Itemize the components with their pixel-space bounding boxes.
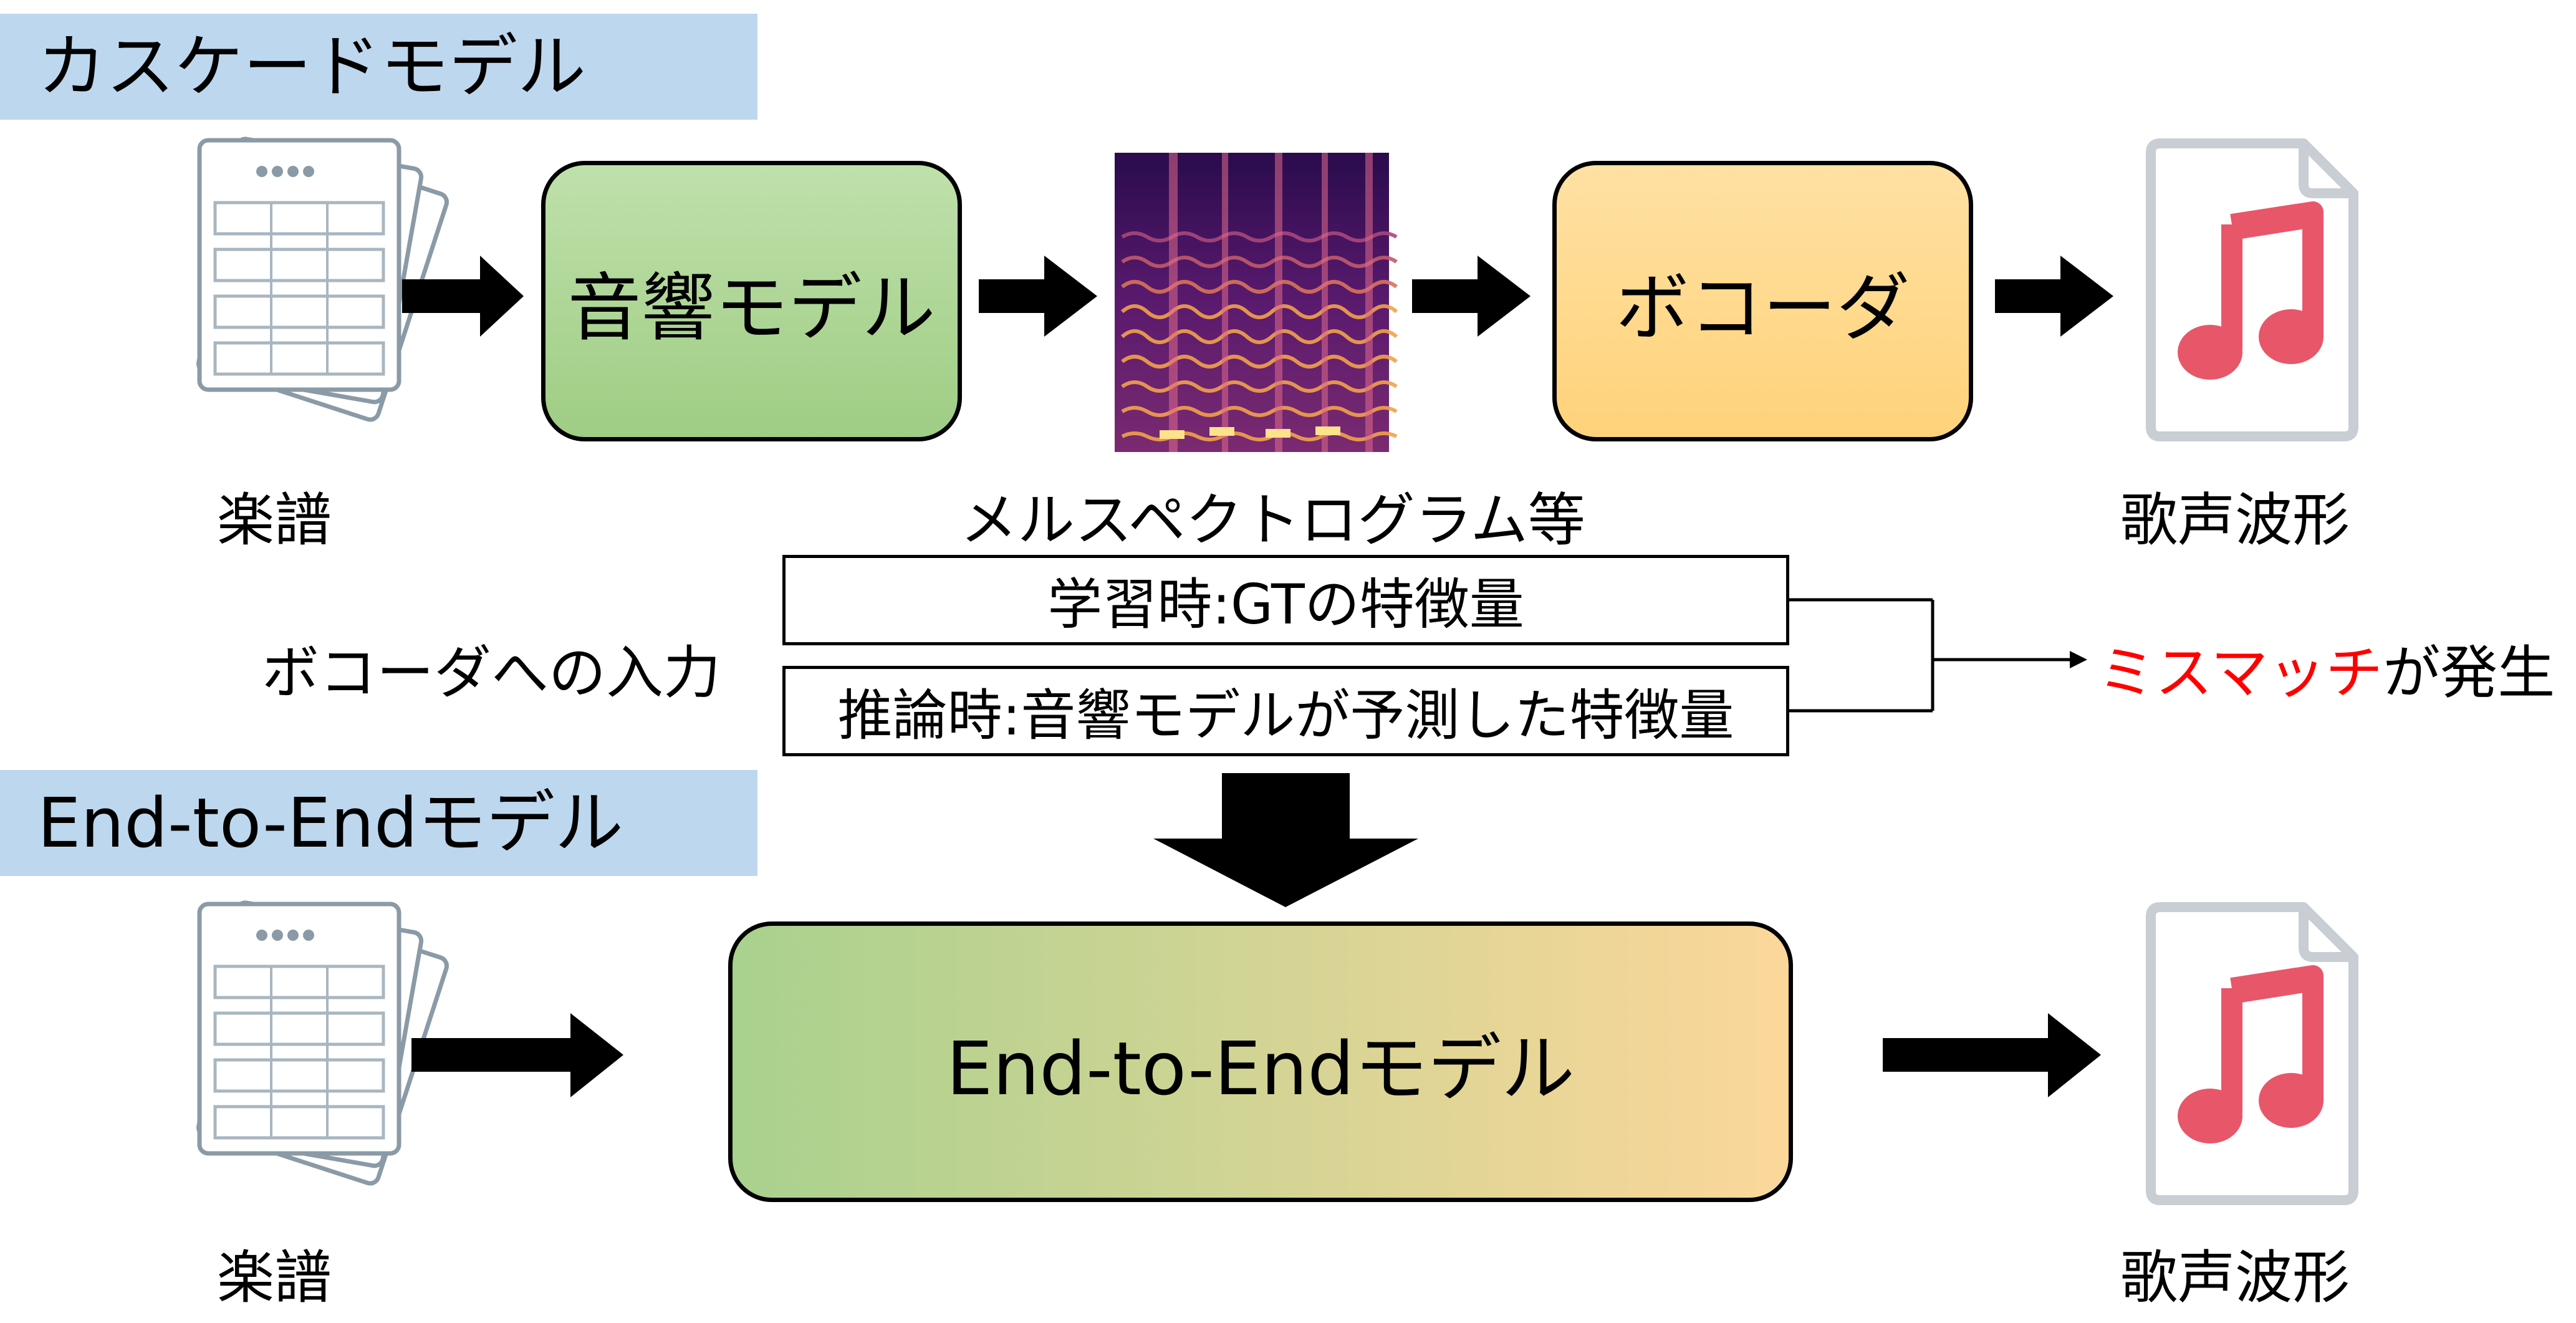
mismatch-text-rest: が発生: [2383, 640, 2555, 706]
mismatch-arrow-head: [2070, 651, 2087, 668]
arrow-score-to-acoustic: [402, 256, 524, 337]
arrow-acoustic-to-spectrogram: [979, 256, 1097, 337]
e2e-output-caption: 歌声波形: [2120, 1244, 2350, 1311]
arrow-e2e-to-waveform: [1883, 1013, 2101, 1097]
acoustic-model-box: 音響モデル: [541, 161, 962, 441]
training-condition-box: 学習時:GTの特徴量: [782, 555, 1789, 645]
cascade-input-caption: 楽譜: [216, 487, 332, 554]
big-down-arrow: [1153, 773, 1418, 907]
training-condition-text: 学習時:GTの特徴量: [1047, 572, 1524, 637]
cascade-section-title: カスケードモデル: [37, 27, 586, 107]
sheet-music-icon-e2e: [197, 902, 449, 1186]
arrow-spectrogram-to-vocoder: [1412, 256, 1531, 337]
mismatch-connector: [1789, 598, 2076, 713]
acoustic-model-label: 音響モデル: [567, 264, 936, 351]
inference-condition-text: 推論時:音響モデルが予測した特徴量: [837, 683, 1734, 748]
vocoder-box: ボコーダ: [1552, 161, 1973, 441]
music-file-icon: [2146, 138, 2358, 441]
inference-condition-box: 推論時:音響モデルが予測した特徴量: [782, 666, 1789, 756]
cascade-output-caption: 歌声波形: [2120, 487, 2350, 554]
e2e-section-label: End-to-Endモデル: [0, 770, 757, 876]
mel-spectrogram-image: [1115, 153, 1398, 452]
cascade-section-label: カスケードモデル: [0, 14, 757, 120]
e2e-section-title: End-to-Endモデル: [37, 783, 623, 863]
intermediate-caption: メルスペクトログラム等: [960, 487, 1585, 554]
vocoder-input-label: ボコーダへの入力: [262, 640, 721, 706]
e2e-model-label: End-to-Endモデル: [946, 1025, 1575, 1112]
mismatch-text-red: ミスマッチ: [2098, 640, 2383, 706]
sheet-music-icon: [197, 138, 449, 422]
e2e-input-caption: 楽譜: [216, 1244, 332, 1311]
arrow-vocoder-to-waveform: [1995, 256, 2113, 337]
music-file-icon-e2e: [2146, 902, 2358, 1205]
mismatch-note: ミスマッチが発生: [2098, 627, 2559, 710]
vocoder-label: ボコーダ: [1615, 264, 1910, 351]
e2e-model-box: End-to-Endモデル: [728, 921, 1793, 1202]
arrow-score-to-e2e: [411, 1013, 623, 1097]
